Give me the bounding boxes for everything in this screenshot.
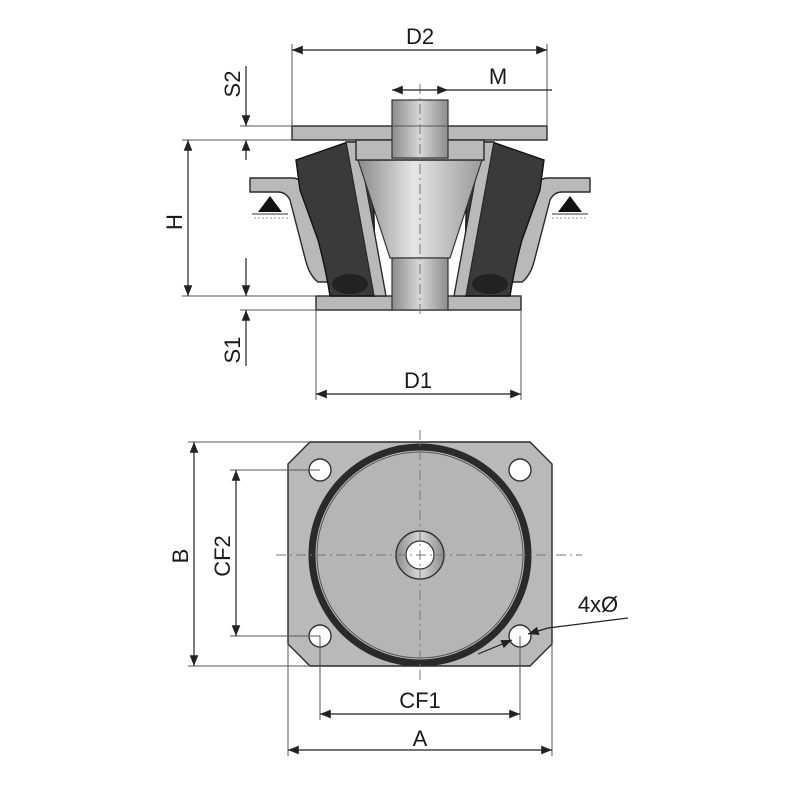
label-cf1: CF1	[399, 688, 441, 713]
label-cf2: CF2	[210, 535, 235, 577]
side-view: D2 M S2 H S1 D1	[162, 24, 591, 400]
top-view: B CF2 CF1 A 4xØ	[168, 430, 629, 756]
label-a: A	[413, 726, 428, 751]
label-hole-diameter: 4xØ	[578, 592, 618, 617]
label-d1: D1	[404, 368, 432, 393]
label-s1: S1	[220, 337, 245, 364]
label-h: H	[162, 214, 187, 230]
recess-left	[332, 274, 368, 294]
label-b: B	[168, 549, 193, 564]
support-left-icon	[252, 196, 288, 219]
label-m: M	[489, 64, 507, 89]
liner-right	[453, 141, 495, 297]
recess-right	[472, 274, 508, 294]
mounting-hole-tr	[508, 458, 532, 482]
support-right-icon	[552, 196, 588, 219]
label-d2: D2	[406, 24, 434, 49]
label-s2: S2	[220, 71, 245, 98]
liner-left	[345, 141, 387, 297]
